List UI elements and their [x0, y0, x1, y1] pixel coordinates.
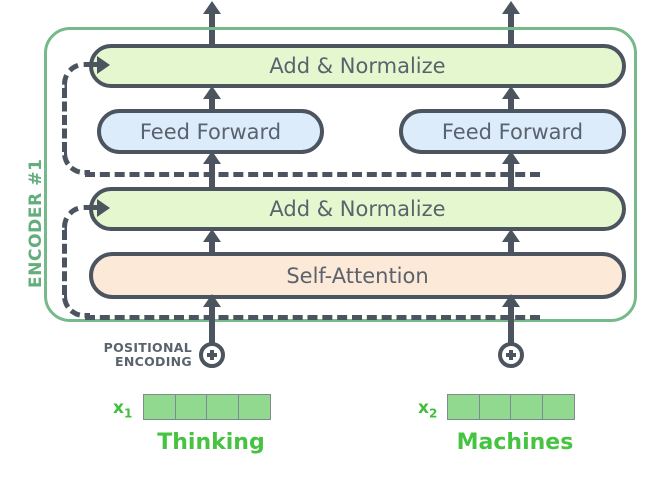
- embedding-cell: [510, 394, 543, 420]
- arrow-ffwd-right-to-addnorm-top: [508, 97, 514, 119]
- layer-feed-forward-right[interactable]: Feed Forward: [399, 109, 626, 154]
- residual-lower-corner-bottom: [62, 293, 90, 318]
- arrow-ffwd-left-to-addnorm-top: [209, 97, 215, 119]
- embedding-cell: [143, 394, 176, 420]
- embedding-cell: [237, 394, 271, 420]
- residual-upper-stub: [85, 62, 97, 67]
- embedding-cell: [447, 394, 480, 420]
- layer-label: Add & Normalize: [269, 54, 446, 78]
- embedding-cell: [541, 394, 575, 420]
- output-arrow-token-2: [508, 12, 514, 48]
- residual-lower-corner-top: [62, 205, 90, 233]
- embedding-label-token-1: x1: [113, 398, 132, 420]
- positional-encoding-label: POSITIONAL ENCODING: [88, 341, 192, 369]
- encoder-label: ENCODER #1: [26, 158, 46, 288]
- residual-upper-vertical: [62, 88, 67, 152]
- layer-label: Add & Normalize: [269, 197, 446, 221]
- residual-lower-stub: [85, 205, 97, 210]
- embedding-cell: [174, 394, 208, 420]
- word-label-token-2: Machines: [456, 430, 574, 455]
- embedding-subscript: 2: [428, 406, 438, 421]
- layer-label: Feed Forward: [139, 119, 282, 144]
- embedding-cell: [478, 394, 512, 420]
- plus-circle-icon-token-1: [199, 342, 225, 368]
- output-arrow-token-1: [209, 12, 215, 48]
- layer-label: Feed Forward: [441, 119, 584, 144]
- layer-add-normalize-top[interactable]: Add & Normalize: [89, 44, 626, 88]
- embedding-label-token-2: x2: [418, 398, 437, 420]
- residual-lower-arrowhead: [97, 199, 110, 217]
- layer-label: Self-Attention: [286, 263, 429, 288]
- arrow-addnorm-bot-to-ffwd-left: [209, 162, 215, 188]
- embedding-symbol: x: [113, 398, 124, 418]
- embedding-subscript: 1: [123, 406, 133, 421]
- layer-feed-forward-left[interactable]: Feed Forward: [97, 109, 324, 154]
- encoder-frame: [44, 27, 637, 322]
- embedding-symbol: x: [418, 398, 429, 418]
- embedding-cell: [206, 394, 239, 420]
- arrow-attn-to-addnorm-bot-1: [209, 240, 215, 262]
- arrow-input-2-to-attn: [508, 305, 514, 343]
- residual-lower-vertical: [62, 230, 67, 295]
- residual-upper-corner-bottom: [62, 150, 90, 175]
- positional-encoding-line-1: POSITIONAL: [103, 340, 192, 355]
- positional-encoding-line-2: ENCODING: [115, 354, 192, 369]
- arrow-input-1-to-attn: [209, 305, 215, 343]
- residual-lower-horizontal: [85, 315, 540, 320]
- arrow-addnorm-bot-to-ffwd-right: [508, 162, 514, 188]
- plus-circle-icon-token-2: [498, 342, 524, 368]
- residual-upper-corner-top: [62, 62, 90, 90]
- word-label-token-1: Thinking: [157, 430, 265, 455]
- residual-upper-horizontal: [85, 172, 540, 177]
- embedding-vector-token-2: [447, 394, 575, 420]
- layer-self-attention[interactable]: Self-Attention: [89, 252, 626, 299]
- layer-add-normalize-bottom[interactable]: Add & Normalize: [89, 187, 626, 231]
- embedding-vector-token-1: [143, 394, 271, 420]
- residual-upper-arrowhead: [97, 56, 110, 74]
- arrow-attn-to-addnorm-bot-2: [508, 240, 514, 262]
